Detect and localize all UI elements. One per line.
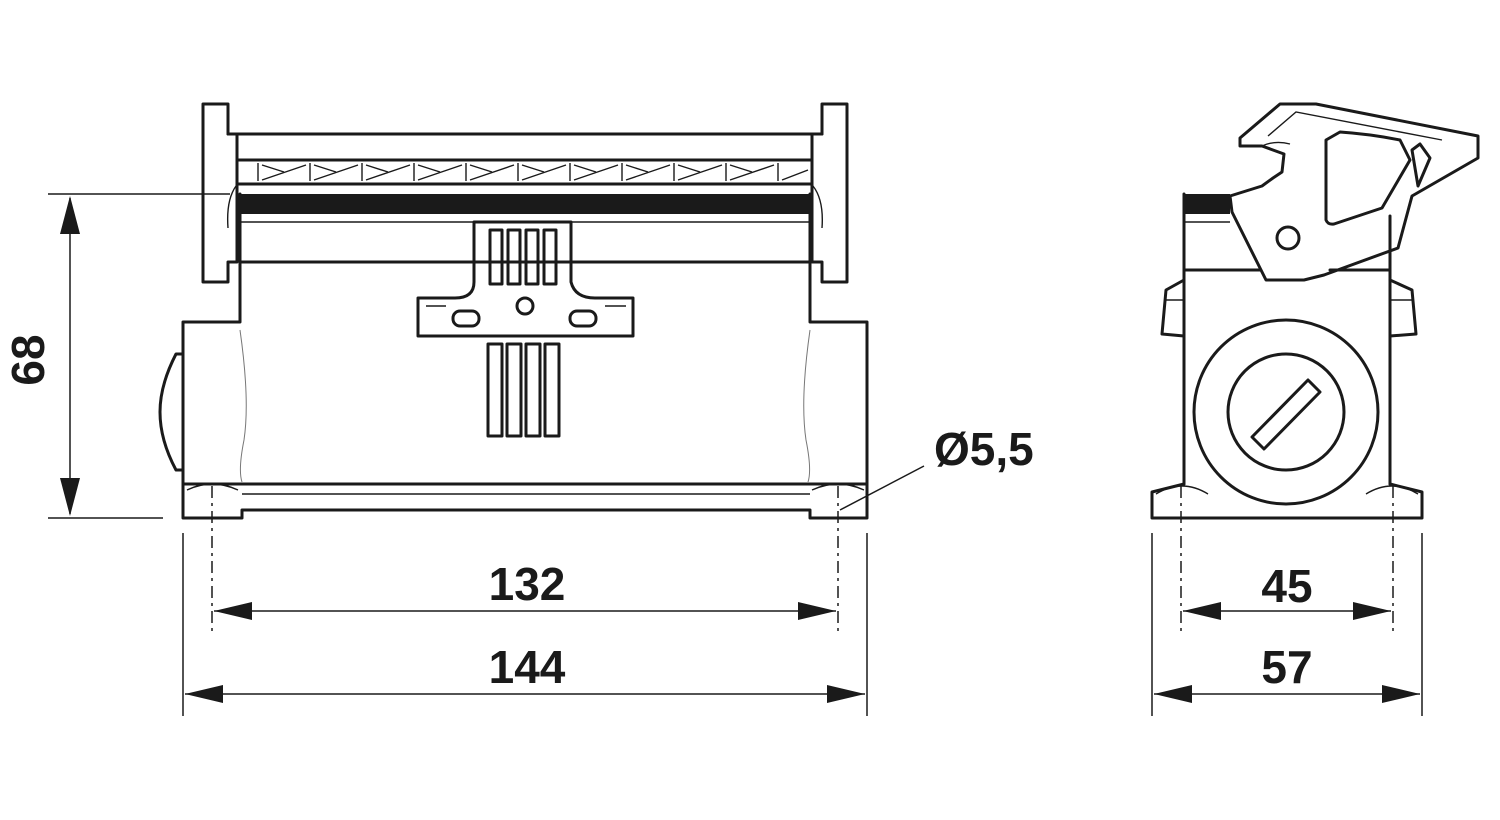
front-left-ear (201, 102, 239, 284)
front-right-countersink (811, 483, 865, 491)
side-seal-band (1184, 194, 1230, 214)
dimension-lines (48, 193, 1423, 716)
side-cable-entry (1192, 318, 1380, 506)
dim-overall-width-side-label: 57 (1261, 641, 1312, 693)
dim-hole-spacing-side-label: 45 (1261, 560, 1312, 612)
side-base-flange (1150, 482, 1424, 520)
side-view (1150, 102, 1480, 520)
front-side-boss (158, 352, 185, 472)
front-top-cover (226, 132, 824, 186)
front-seal-band (240, 194, 810, 214)
front-lower-ribs (486, 342, 561, 438)
side-housing-body (1182, 192, 1392, 486)
dim-overall-width-front-label: 144 (489, 641, 566, 693)
dim-hole-spacing-front-label: 132 (489, 558, 566, 610)
front-latch-bracket (416, 220, 635, 338)
front-housing-body (181, 260, 869, 520)
front-rib-lattice (257, 163, 809, 181)
front-view (158, 102, 869, 520)
dim-height-label: 68 (2, 334, 54, 385)
front-left-countersink (186, 483, 239, 491)
dim-hole-diameter-label: Ø5,5 (934, 423, 1034, 475)
side-latch-lever (1228, 102, 1480, 282)
